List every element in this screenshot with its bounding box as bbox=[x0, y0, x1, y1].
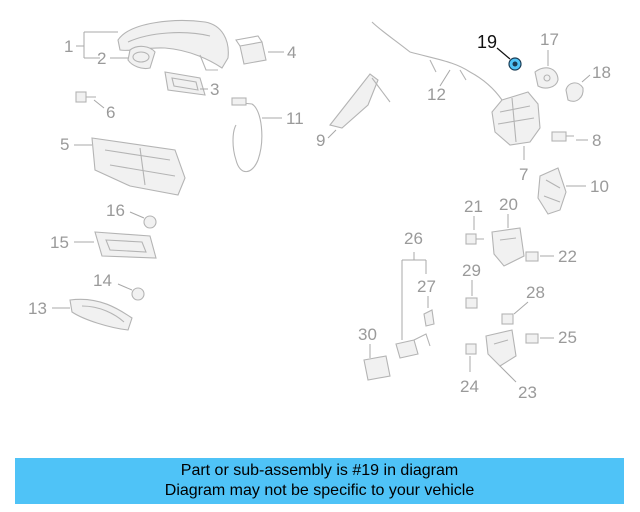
callout-8: 8 bbox=[576, 131, 601, 150]
svg-text:11: 11 bbox=[286, 109, 304, 128]
part-5-carrier[interactable] bbox=[91, 137, 186, 196]
callout-14: 14 bbox=[93, 271, 133, 291]
svg-text:21: 21 bbox=[464, 197, 483, 216]
svg-text:15: 15 bbox=[50, 233, 69, 252]
part-4-block[interactable] bbox=[235, 35, 267, 65]
callout-23: 23 bbox=[499, 365, 537, 402]
svg-text:16: 16 bbox=[106, 201, 125, 220]
callout-13: 13 bbox=[28, 299, 70, 318]
part-13-bezel[interactable] bbox=[69, 298, 133, 331]
part-24-bolt[interactable] bbox=[465, 343, 477, 355]
info-banner: Part or sub-assembly is #19 in diagram D… bbox=[15, 458, 624, 504]
part-15-inside-handle[interactable] bbox=[94, 231, 157, 259]
svg-text:24: 24 bbox=[460, 377, 479, 396]
callout-16: 16 bbox=[106, 201, 145, 220]
svg-text:7: 7 bbox=[519, 165, 528, 184]
svg-text:26: 26 bbox=[404, 229, 423, 248]
callout-15: 15 bbox=[50, 233, 94, 252]
part-8-screw[interactable] bbox=[551, 131, 574, 142]
part-22-bolt[interactable] bbox=[525, 251, 539, 262]
callout-25: 25 bbox=[540, 328, 577, 347]
part-25-bolt[interactable] bbox=[525, 333, 539, 344]
callout-6: 6 bbox=[93, 99, 115, 122]
part-7-latch[interactable] bbox=[491, 91, 541, 146]
part-29-bolt[interactable] bbox=[465, 297, 478, 309]
svg-text:3: 3 bbox=[210, 80, 219, 99]
svg-text:19: 19 bbox=[477, 32, 497, 52]
callout-5: 5 bbox=[60, 135, 92, 154]
svg-text:9: 9 bbox=[316, 131, 325, 150]
svg-text:14: 14 bbox=[93, 271, 112, 290]
part-10-bracket[interactable] bbox=[537, 167, 567, 215]
callout-22: 22 bbox=[540, 247, 577, 266]
callout-26: 26 bbox=[401, 229, 427, 340]
svg-text:2: 2 bbox=[97, 49, 106, 68]
part-21-bolt[interactable] bbox=[465, 233, 484, 245]
part-18-plate[interactable] bbox=[565, 82, 584, 102]
part-19-clip[interactable] bbox=[508, 57, 522, 71]
banner-line-1: Part or sub-assembly is #19 in diagram bbox=[180, 462, 459, 479]
part-6-bolt[interactable] bbox=[75, 91, 96, 103]
callout-11: 11 bbox=[262, 109, 304, 128]
callout-19: 19 bbox=[477, 32, 511, 60]
callout-18: 18 bbox=[581, 63, 611, 83]
callout-9: 9 bbox=[316, 129, 337, 150]
part-16-clip[interactable] bbox=[143, 215, 157, 229]
svg-text:13: 13 bbox=[28, 299, 47, 318]
svg-text:4: 4 bbox=[287, 43, 296, 62]
svg-text:23: 23 bbox=[518, 383, 537, 402]
callout-28: 28 bbox=[513, 283, 545, 315]
callout-4: 4 bbox=[268, 43, 296, 62]
svg-text:20: 20 bbox=[499, 195, 518, 214]
svg-text:17: 17 bbox=[540, 30, 559, 49]
callout-17: 17 bbox=[540, 30, 559, 66]
part-9-lever[interactable] bbox=[329, 73, 391, 129]
callout-3: 3 bbox=[200, 80, 219, 99]
svg-text:6: 6 bbox=[106, 103, 115, 122]
part-14-clip[interactable] bbox=[131, 287, 145, 301]
svg-text:27: 27 bbox=[417, 277, 436, 296]
callout-27: 27 bbox=[417, 277, 436, 308]
part-12-rod[interactable] bbox=[371, 21, 503, 101]
part-27-clip[interactable] bbox=[423, 309, 435, 327]
callout-2: 2 bbox=[97, 49, 128, 68]
callout-7: 7 bbox=[519, 146, 528, 184]
callout-29: 29 bbox=[462, 261, 481, 296]
part-20-hinge[interactable] bbox=[491, 227, 525, 267]
part-23-hinge[interactable] bbox=[485, 329, 517, 367]
part-11-cable[interactable] bbox=[231, 97, 263, 173]
svg-text:22: 22 bbox=[558, 247, 577, 266]
part-2-bezel[interactable] bbox=[127, 45, 156, 70]
part-17-plate[interactable] bbox=[534, 67, 559, 89]
svg-text:1: 1 bbox=[64, 37, 73, 56]
callout-12: 12 bbox=[427, 69, 451, 104]
callout-20: 20 bbox=[499, 195, 518, 228]
svg-text:18: 18 bbox=[592, 63, 611, 82]
part-3-frame[interactable] bbox=[164, 71, 206, 96]
svg-text:29: 29 bbox=[462, 261, 481, 280]
svg-text:25: 25 bbox=[558, 328, 577, 347]
svg-text:10: 10 bbox=[590, 177, 609, 196]
callout-10: 10 bbox=[566, 177, 609, 196]
svg-text:28: 28 bbox=[526, 283, 545, 302]
callout-24: 24 bbox=[460, 356, 479, 396]
callout-21: 21 bbox=[464, 197, 483, 230]
svg-text:12: 12 bbox=[427, 85, 446, 104]
part-26-bracket[interactable] bbox=[395, 333, 431, 359]
part-30-cover[interactable] bbox=[363, 355, 391, 381]
callout-30: 30 bbox=[358, 325, 377, 358]
svg-text:5: 5 bbox=[60, 135, 69, 154]
parts-diagram: 1 2 3 4 6 11 bbox=[28, 20, 611, 402]
banner-line-2: Diagram may not be specific to your vehi… bbox=[164, 482, 475, 499]
part-28-bolt[interactable] bbox=[501, 313, 514, 325]
svg-text:30: 30 bbox=[358, 325, 377, 344]
svg-text:8: 8 bbox=[592, 131, 601, 150]
callout-1: 1 bbox=[64, 31, 118, 59]
